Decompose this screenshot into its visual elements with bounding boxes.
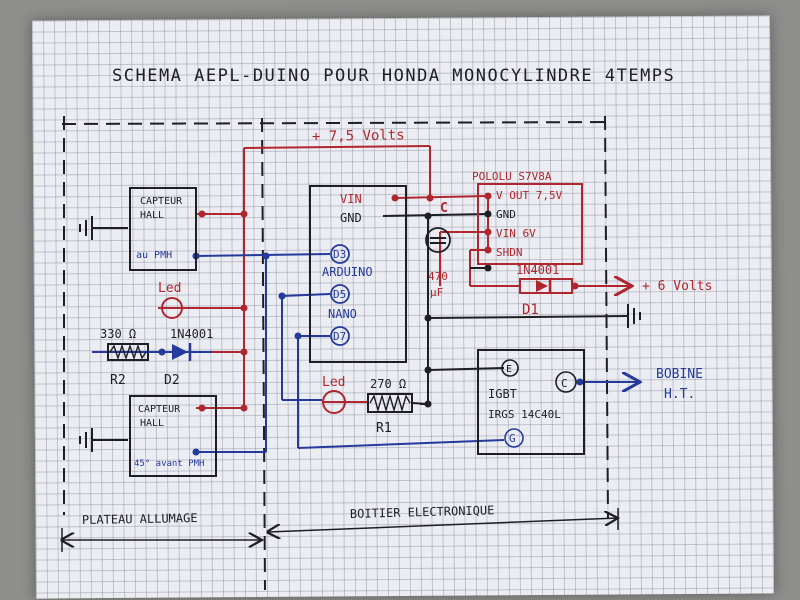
hall-top-line2: HALL: [140, 210, 164, 221]
hall-top-line1: CAPTEUR: [140, 196, 183, 207]
bobine-label-1: BOBINE: [656, 367, 703, 382]
igbt-line-2: IRGS 14C40L: [488, 408, 561, 421]
bobine-label-2: H.T.: [664, 387, 695, 402]
arduino-name-1: ARDUINO: [322, 265, 373, 279]
diagram-title: SCHEMA AEPL-DUINO POUR HONDA MONOCYLINDR…: [112, 66, 675, 86]
r1-name: R1: [376, 421, 392, 436]
cap-value-1: 470: [428, 270, 448, 283]
hall-bottom-line1: CAPTEUR: [138, 404, 181, 415]
diode-d1: 1N4001 D1: [516, 263, 573, 318]
arduino-gnd-pin: GND: [340, 211, 362, 225]
plateau-allumage-label: PLATEAU ALLUMAGE: [82, 511, 198, 527]
r2-value: 330 Ω: [100, 327, 136, 341]
resistor-r1: 270 Ω R1: [367, 377, 429, 436]
led-top-label: Led: [158, 281, 181, 296]
ground-symbol-hall-top: [79, 216, 93, 240]
hall-bottom-line2: HALL: [140, 418, 164, 429]
pololu-gnd-pin: GND: [496, 208, 516, 221]
r2-name: R2: [110, 373, 126, 388]
d1-name: D1: [522, 302, 539, 318]
igbt-e-pin: E: [506, 364, 512, 375]
pololu-vin-pin: VIN 6V: [496, 227, 536, 240]
ground-symbol-hall-bottom: [79, 428, 93, 452]
led-middle: Led: [322, 375, 368, 414]
r1-value: 270 Ω: [370, 377, 406, 391]
plus-6-volts-label: + 6 Volts: [642, 279, 712, 294]
capacitor-c: C 470 µF: [425, 201, 451, 299]
igbt-line-1: IGBT: [488, 387, 517, 401]
pololu-vout-pin: V OUT 7,5V: [496, 189, 563, 202]
hall-sensor-bottom: CAPTEUR HALL 45° avant PMH: [129, 395, 217, 477]
d1-part: 1N4001: [516, 263, 559, 277]
hall-sensor-top: CAPTEUR HALL au PMH: [129, 187, 197, 271]
led-top: Led: [158, 281, 186, 319]
cap-ref: C: [440, 201, 448, 216]
ground-junction-dots: [424, 210, 492, 408]
pololu-shdn-pin: SHDN: [496, 246, 523, 259]
boitier-electronique-label: BOITIER ELECTRONIQUE: [350, 503, 495, 521]
pololu-title: POLOLU S7V8A: [472, 170, 552, 183]
hall-top-line3: au PMH: [136, 250, 172, 261]
hall-bottom-line3: 45° avant PMH: [134, 459, 204, 469]
igbt-g-pin: G: [509, 432, 516, 445]
d2-name: D2: [164, 373, 180, 388]
d2-part: 1N4001: [170, 327, 213, 341]
arduino-name-2: NANO: [328, 307, 357, 321]
supply-voltage-label: + 7,5 Volts: [312, 127, 405, 145]
pololu-regulator: POLOLU S7V8A V OUT 7,5V GND VIN 6V SHDN: [472, 170, 583, 265]
arduino-nano: VIN GND D3 ARDUINO D5 NANO D7: [309, 185, 407, 363]
resistor-r2: 330 Ω R2: [100, 327, 149, 388]
cap-value-2: µF: [430, 286, 443, 299]
led-mid-label: Led: [322, 375, 345, 390]
supply-junction-dots: [198, 192, 579, 412]
arduino-d5-pin: D5: [333, 288, 346, 301]
arduino-d3-pin: D3: [333, 248, 346, 261]
ground-symbol-right: [627, 304, 641, 328]
diode-d2: 1N4001 D2: [148, 327, 213, 388]
igbt-c-pin: C: [561, 377, 568, 390]
arduino-vin-pin: VIN: [340, 192, 362, 206]
igbt: E C IGBT IRGS 14C40L G: [477, 349, 585, 455]
section-dimension-arrows: [62, 508, 618, 552]
arduino-d7-pin: D7: [333, 330, 346, 343]
